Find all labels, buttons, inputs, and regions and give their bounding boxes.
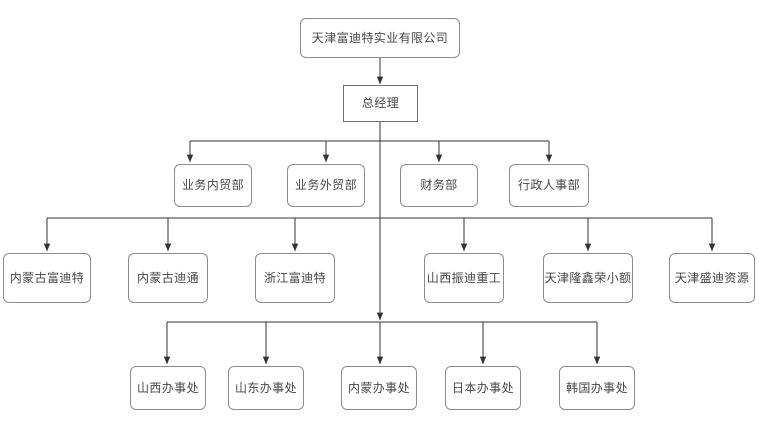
node-dept-domestic[interactable]: 业务内贸部 (174, 164, 252, 207)
node-office-shandong-label: 山东办事处 (234, 380, 297, 395)
node-office-neimeng-label: 内蒙办事处 (347, 380, 410, 395)
node-company-label: 天津富迪特实业有限公司 (311, 30, 449, 45)
node-office-korea[interactable]: 韩国办事处 (559, 366, 635, 410)
node-general-manager-label: 总经理 (361, 96, 400, 111)
node-dept-finance[interactable]: 财务部 (400, 164, 478, 207)
node-sub-nmg-fudite[interactable]: 内蒙古富迪特 (3, 253, 91, 303)
node-sub-sx-zhendi[interactable]: 山西振迪重工 (424, 253, 504, 303)
node-sub-zj-fudite[interactable]: 浙江富迪特 (255, 253, 335, 303)
node-sub-nmg-ditong-label: 内蒙古迪通 (136, 270, 199, 285)
node-dept-hr[interactable]: 行政人事部 (509, 164, 589, 207)
node-dept-foreign-label: 业务外贸部 (294, 178, 357, 193)
node-office-japan[interactable]: 日本办事处 (445, 366, 521, 410)
node-sub-tj-longxinrong-label: 天津隆鑫荣小额 (544, 270, 632, 285)
node-sub-tj-shengdi[interactable]: 天津盛迪资源 (669, 253, 755, 303)
node-general-manager[interactable]: 总经理 (343, 85, 418, 122)
node-sub-nmg-fudite-label: 内蒙古富迪特 (9, 270, 85, 285)
node-office-korea-label: 韩国办事处 (565, 380, 628, 395)
node-sub-tj-longxinrong[interactable]: 天津隆鑫荣小额 (543, 253, 633, 303)
node-dept-foreign[interactable]: 业务外贸部 (287, 164, 365, 207)
node-office-neimeng[interactable]: 内蒙办事处 (341, 366, 417, 410)
node-sub-nmg-ditong[interactable]: 内蒙古迪通 (128, 253, 208, 303)
node-office-shandong[interactable]: 山东办事处 (228, 366, 304, 410)
node-office-shanxi-label: 山西办事处 (136, 380, 199, 395)
node-office-shanxi[interactable]: 山西办事处 (130, 366, 206, 410)
node-sub-zj-fudite-label: 浙江富迪特 (263, 270, 326, 285)
node-sub-sx-zhendi-label: 山西振迪重工 (426, 270, 502, 285)
node-dept-hr-label: 行政人事部 (517, 178, 580, 193)
node-dept-finance-label: 财务部 (420, 178, 458, 193)
node-sub-tj-shengdi-label: 天津盛迪资源 (674, 270, 750, 285)
node-dept-domestic-label: 业务内贸部 (181, 178, 244, 193)
node-office-japan-label: 日本办事处 (451, 380, 514, 395)
node-company[interactable]: 天津富迪特实业有限公司 (300, 18, 460, 58)
